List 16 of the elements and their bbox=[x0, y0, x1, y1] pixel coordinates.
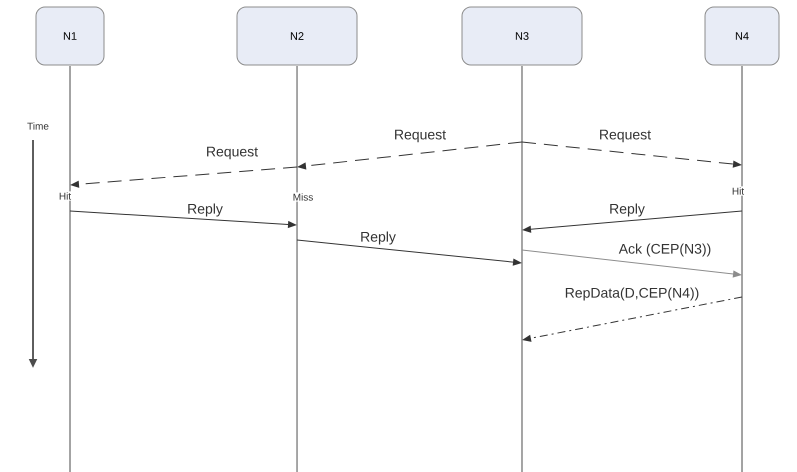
lifeline-box: N3 bbox=[462, 6, 582, 66]
axis-label: Time bbox=[26, 121, 50, 131]
edge-label: Request bbox=[598, 128, 652, 144]
state-label: Hit bbox=[730, 186, 746, 196]
lifeline-box: N2 bbox=[236, 6, 358, 66]
edge-label: RepData(D,CEP(N4)) bbox=[564, 286, 700, 302]
edge-label: Ack (CEP(N3)) bbox=[618, 242, 712, 258]
edge-label: Request bbox=[392, 128, 448, 144]
state-label: Hit bbox=[58, 191, 72, 201]
edge-label: Request bbox=[204, 146, 260, 160]
lifeline-box: N1 bbox=[36, 6, 104, 66]
state-label: Miss bbox=[292, 192, 314, 202]
edge-label: Reply bbox=[359, 230, 397, 246]
lifeline-box: N4 bbox=[704, 6, 780, 66]
edge-label: Reply bbox=[608, 202, 646, 218]
edge-label: Reply bbox=[186, 202, 224, 218]
